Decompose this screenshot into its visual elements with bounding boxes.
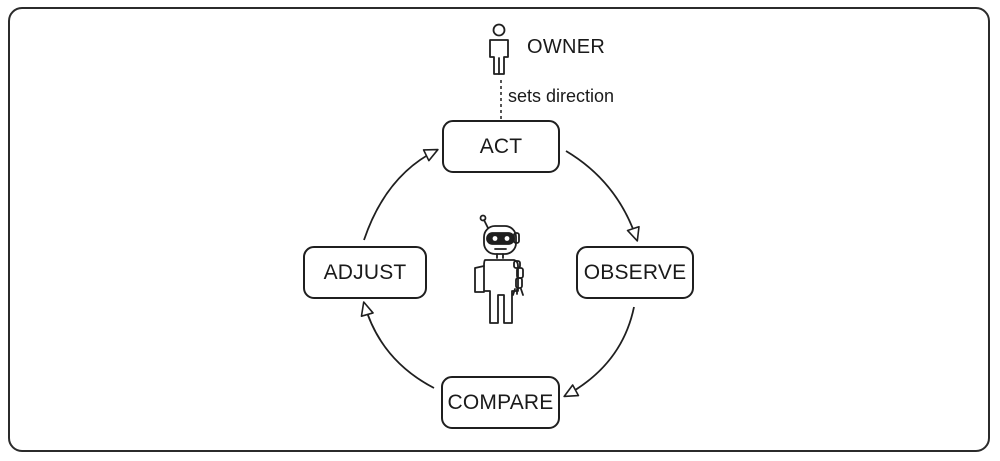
person-icon [489, 23, 509, 75]
adjust-node: ADJUST [303, 246, 427, 299]
observe-node: OBSERVE [576, 246, 694, 299]
compare-node: COMPARE [441, 376, 560, 429]
owner-label: OWNER [527, 36, 606, 58]
arrow-act-to-observe [565, 150, 640, 242]
act-node: ACT [442, 120, 560, 173]
arrow-adjust-to-act [363, 148, 439, 241]
sets-direction-label: sets direction [508, 86, 615, 106]
arrow-compare-to-adjust [360, 301, 435, 389]
robot-icon [474, 214, 524, 324]
arrow-observe-to-compare [563, 306, 635, 398]
